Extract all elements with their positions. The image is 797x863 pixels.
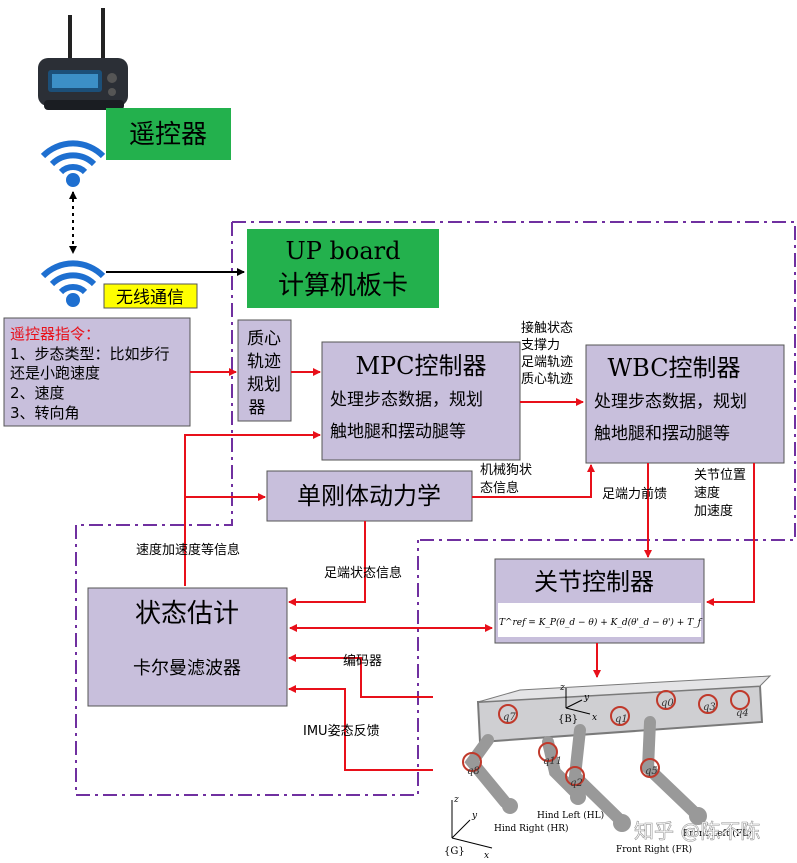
upboard-subtitle: 计算机板卡 (278, 271, 408, 301)
joint-label: q11 (543, 756, 562, 767)
mpc-wbc-label-line: 支撑力 (521, 338, 560, 353)
wifi-icon (40, 140, 106, 187)
joint-info-line: 关节位置 (694, 468, 746, 483)
traj-planner-box (237, 319, 292, 422)
wbc-desc-line: 处理步态数据，规划 (594, 392, 747, 412)
dog-state-line: 机械狗状 (480, 463, 532, 478)
foot-state-label: 足端状态信息 (324, 565, 402, 581)
remote-label-box (106, 108, 231, 160)
joint-info-line: 加速度 (694, 503, 733, 519)
axis-label: y (471, 811, 478, 821)
rigid-body-title: 单刚体动力学 (297, 482, 441, 510)
joint-info-line: 速度 (694, 485, 720, 501)
estimator-box (87, 587, 288, 707)
remote-controller-device (38, 8, 128, 110)
frame-b-label: {B} (558, 714, 578, 725)
encoder-label: 编码器 (343, 654, 382, 669)
dog-state-line: 态信息 (480, 480, 519, 496)
estimator-subtitle: 卡尔曼滤波器 (133, 658, 241, 679)
mpc-wbc-label-line: 质心轨迹 (521, 372, 573, 387)
joint-label: q0 (661, 698, 674, 709)
region-borders (75, 221, 796, 796)
upboard-box (247, 229, 439, 308)
imu-label: IMU姿态反馈 (303, 723, 380, 739)
axis-label: z (559, 683, 565, 693)
leg-label: Hind Left (HL) (537, 810, 604, 821)
wireless-label-box (103, 283, 198, 309)
frame-g-label: {G} (444, 846, 465, 857)
joint-label: q5 (645, 766, 658, 777)
commands-line: 3、转向角 (10, 404, 80, 422)
leg-label: Front Left (FL) (683, 828, 752, 839)
encoder-arrow (288, 654, 433, 698)
vel-acc-label: 速度加速度等信息 (136, 542, 240, 558)
commands-box (3, 317, 191, 427)
wifi-icon (40, 260, 106, 307)
rigid-body-box (266, 470, 473, 522)
estimator-title: 状态估计 (135, 599, 239, 629)
commands-line: 1、步态类型：比如步行 (10, 345, 170, 363)
mpc-title: MPC控制器 (355, 352, 486, 380)
joint-label: q2 (570, 778, 583, 789)
leg-label: Front Right (FR) (616, 844, 692, 855)
axis-label: z (453, 795, 459, 805)
mpc-wbc-label-line: 接触状态 (521, 320, 573, 336)
joint-ctrl-formula: T^ref = K_P(θ_d − θ) + K_d(θ'_d − θ') + … (499, 617, 703, 628)
joint-label: q8 (467, 766, 480, 777)
commands-line: 2、速度 (10, 384, 65, 402)
mpc-desc-line: 处理步态数据，规划 (330, 390, 483, 410)
wireless-label: 无线通信 (116, 288, 184, 308)
joint-label: q7 (503, 712, 516, 723)
commands-title: 遥控器指令： (10, 325, 100, 343)
imu-arrow (288, 685, 433, 771)
joint-label: q4 (736, 708, 749, 719)
leg-label: Hind Right (HR) (494, 823, 568, 834)
joint-ctrl-title: 关节控制器 (534, 568, 654, 596)
mpc-desc-line: 触地腿和摆动腿等 (330, 422, 466, 442)
axis-label: x (592, 713, 597, 723)
mpc-box (321, 341, 521, 461)
commands-line: 还是小跑速度 (10, 364, 100, 382)
traj-line: 规划 (247, 375, 281, 395)
wbc-joint-info-arrow (706, 463, 755, 606)
upboard-region-border (232, 221, 796, 541)
joint-label: q3 (703, 702, 716, 713)
traj-line: 器 (249, 398, 266, 418)
rigid-to-wbc-arrow (472, 464, 595, 498)
remote-label: 遥控器 (129, 120, 207, 150)
foot-state-arrow (288, 521, 366, 606)
upboard-region-left-border (75, 222, 419, 796)
traj-line: 质心 (247, 329, 281, 349)
feedback-to-mpc-arrow (184, 431, 321, 586)
watermark: 知乎 @陈不陈 (634, 819, 760, 843)
axis-label: x (484, 851, 489, 861)
wbc-desc-line: 触地腿和摆动腿等 (594, 424, 730, 444)
robot-dog-illustration: q7 q1 q0 q3 q4 q8 q11 q2 q5 {B} x y z Hi… (444, 675, 772, 861)
axis-label: y (583, 693, 590, 703)
upboard-title: UP board (286, 237, 401, 265)
mpc-wbc-label-line: 足端轨迹 (521, 355, 573, 370)
joint-label: q1 (615, 714, 628, 725)
wbc-box (585, 344, 785, 464)
wbc-title: WBC控制器 (607, 354, 740, 382)
foot-ff-label: 足端力前馈 (602, 486, 667, 502)
traj-line: 轨迹 (247, 352, 281, 372)
